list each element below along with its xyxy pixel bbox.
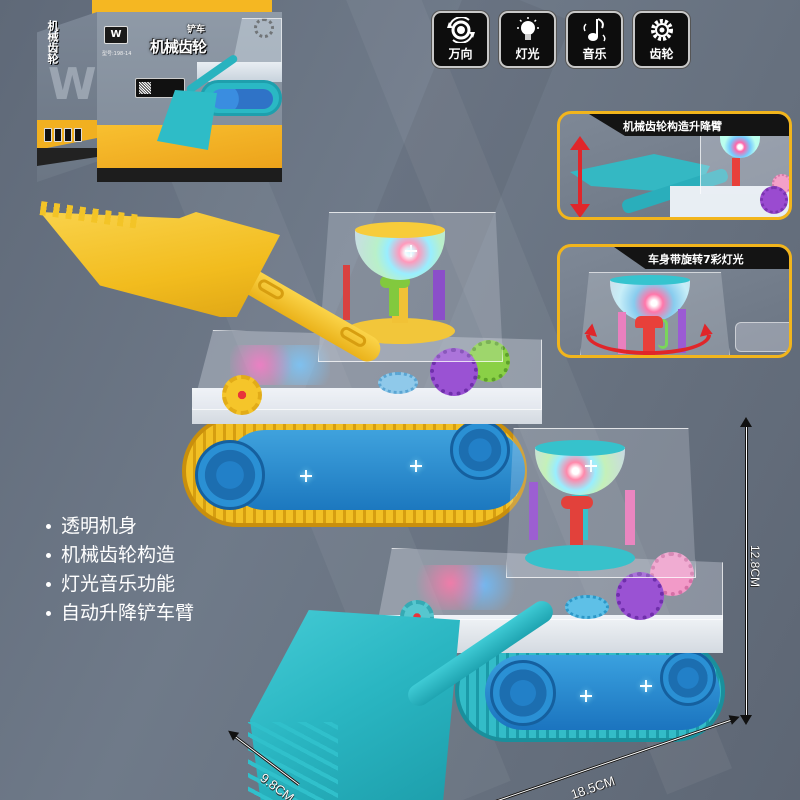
bullet-text: 灯光音乐功能 [61,573,176,595]
feature-light: 灯光 [499,11,556,68]
callout-title: 车身带旋转7彩灯光 [614,247,789,269]
rotate-360-icon [446,17,475,43]
callout-lifting-arm: 机械齿轮构造升降臂 [557,111,792,220]
pink-part [625,490,635,545]
blue-gear [565,595,609,619]
track-wheel [660,650,716,706]
red-wrench [561,496,593,545]
blue-gear [378,372,418,394]
bullet-dot-icon [46,582,51,587]
dome-cap [535,440,625,456]
gear-icon [648,17,676,43]
teal-platform [525,545,635,571]
callout-title: 机械齿轮构造升降臂 [589,114,789,136]
bullet-item: 机械齿轮构造 [46,541,194,570]
purple-part [529,482,538,540]
bullet-text: 机械齿轮构造 [61,544,176,566]
callout-pink-part [618,312,626,354]
callout-gear [760,186,788,214]
up-down-arrow-icon [570,136,590,217]
bullet-item: 灯光音乐功能 [46,570,194,599]
track-wheel [490,660,556,726]
feature-music: 音乐 [566,11,623,68]
bullet-dot-icon [46,553,51,558]
track-wheel [195,440,265,510]
feature-bullet-list: 透明机身 机械齿轮构造 灯光音乐功能 自动升降铲车臂 [46,512,194,628]
callout-side-part [735,322,789,352]
sparkle-icon [640,680,652,692]
package-gear-icon [254,18,274,38]
feature-label: 万向 [448,47,473,61]
bullet-text: 自动升降铲车臂 [61,602,195,624]
light-bulb-icon [514,17,542,43]
package-title: 机械齿轮 [150,38,207,56]
package-side-title: 机械齿轮 [46,20,59,64]
callout-dome-cap [610,275,690,285]
bullet-text: 透明机身 [61,515,138,537]
height-dimension-arrow [740,417,752,725]
sparkle-icon [580,690,592,702]
package-side-feature-icons [44,128,82,142]
sparkle-icon [585,460,597,472]
red-part [343,265,350,320]
package-front-base [97,168,282,182]
feature-icons: 万向 灯光 音乐 齿轮 [432,11,690,68]
bullet-item: 自动升降铲车臂 [46,599,194,628]
feature-label: 灯光 [515,47,540,61]
music-note-icon [581,17,609,43]
product-package: 机械齿轮 W W 型号:198-14 铲车 机械齿轮 [32,0,282,190]
bullet-dot-icon [46,524,51,529]
height-dimension-label: 12.8CM [748,545,762,588]
length-dimension-label: 18.5CM [568,772,617,800]
track-wheel [450,420,510,480]
feature-rotate: 万向 [432,11,489,68]
bullet-dot-icon [46,611,51,616]
purple-part [433,270,445,320]
purple-gear [616,572,664,620]
sparkle-icon [300,470,312,482]
sparkle-icon [410,460,422,472]
callout-light-dome [720,136,760,158]
flower-gear [222,375,262,415]
dome-cap [355,222,445,238]
bucket-teeth [248,722,338,800]
purple-gear [430,348,478,396]
model-number: 型号:198-14 [102,51,132,57]
sparkle-icon [405,245,417,257]
callout-rotating-lights: 车身带旋转7彩灯光 [557,244,792,358]
callout-purple-part [678,309,686,353]
package-side-logo: W [48,59,97,110]
green-wrench [389,286,399,316]
feature-label: 齿轮 [649,47,674,61]
bullet-item: 透明机身 [46,512,194,541]
callout-wrench [732,158,740,186]
package-subtitle: 铲车 [187,25,206,35]
yellow-bucket [40,212,280,317]
feature-gear: 齿轮 [633,11,690,68]
feature-label: 音乐 [582,47,607,61]
qr-code-icon [135,78,185,98]
brand-logo: W [104,26,128,44]
